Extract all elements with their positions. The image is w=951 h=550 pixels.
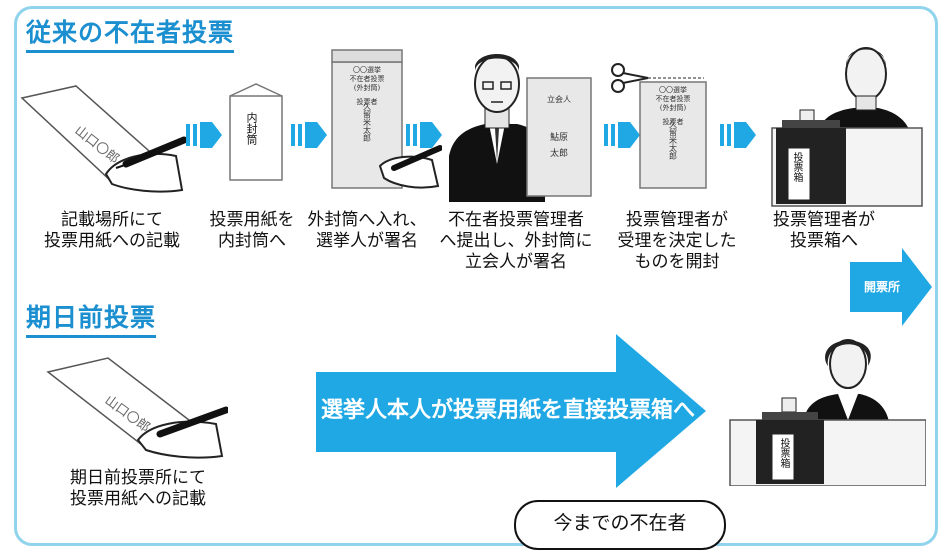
- direct-vote-arrow: [316, 334, 706, 488]
- inner-envelope-label: 内封筒: [245, 112, 258, 145]
- flow-arrow-3: [406, 122, 442, 148]
- step-5-caption: 投票管理者が 受理を決定した ものを開封: [617, 210, 737, 272]
- counting-place-arrow: [850, 248, 932, 326]
- svg-text:鮎原: 鮎原: [550, 131, 568, 143]
- outer-envelope-signing-illustration: 〇〇選挙 不在者投票 (外封筒) 投票者 久留米太郎: [331, 49, 442, 189]
- svg-text:久留米太郎: 久留米太郎: [363, 101, 372, 143]
- early-ballot-writing-illustration: 山口〇郎: [46, 357, 228, 459]
- svg-text:〇〇選挙: 〇〇選挙: [659, 85, 687, 94]
- flow-arrow-5: [720, 122, 756, 148]
- step-1-caption: 記載場所にて 投票用紙への記載: [44, 210, 180, 251]
- ballot-box-label-early: 投票箱: [778, 438, 789, 468]
- svg-text:立会人: 立会人: [547, 94, 571, 104]
- svg-text:(外封筒): (外封筒): [660, 103, 687, 112]
- svg-text:投票者: 投票者: [663, 117, 684, 126]
- direct-vote-text: 選挙人本人が投票用紙を直接投票箱へ: [320, 398, 695, 423]
- inner-envelope-illustration: [229, 83, 283, 181]
- voter-woman-illustration: [729, 339, 926, 486]
- svg-text:〇〇選挙: 〇〇選挙: [353, 65, 381, 74]
- early-step-caption: 期日前投票所にて 投票用紙への記載: [70, 468, 206, 509]
- svg-text:(外封筒): (外封筒): [354, 83, 381, 92]
- svg-text:不在者投票: 不在者投票: [656, 94, 691, 103]
- manager-ballot-box-illustration: [771, 47, 923, 207]
- counting-place-label: 開票所: [863, 280, 900, 294]
- flow-arrow-4: [604, 122, 640, 148]
- flow-arrow-1: [186, 122, 222, 148]
- step-2-caption: 投票用紙を 内封筒へ: [209, 210, 295, 251]
- opened-envelope-illustration: 〇〇選挙 不在者投票 (外封筒) 投票者 久留米太郎: [611, 63, 707, 189]
- section-title-old: 従来の不在者投票: [26, 18, 235, 53]
- step-4-caption: 不在者投票管理者 へ提出し、外封筒に 立会人が署名: [439, 210, 593, 272]
- ballot-writing-illustration: 山口〇郎: [20, 85, 186, 193]
- svg-text:不在者投票: 不在者投票: [350, 74, 385, 83]
- step-6-caption: 投票管理者が 投票箱へ: [773, 210, 875, 251]
- svg-text:久留米太郎: 久留米太郎: [669, 119, 678, 161]
- footer-bubble: 今までの不在者: [514, 500, 726, 550]
- manager-illustration: 立会人 鮎原 太郎: [449, 54, 592, 202]
- ballot-box-label-old: 投票箱: [791, 152, 802, 182]
- svg-text:太郎: 太郎: [550, 147, 568, 159]
- section-title-early: 期日前投票: [26, 303, 157, 338]
- flow-arrow-2: [291, 122, 327, 148]
- svg-text:投票者: 投票者: [357, 97, 378, 106]
- step-3-caption: 外封筒へ入れ、 選挙人が署名: [307, 210, 427, 251]
